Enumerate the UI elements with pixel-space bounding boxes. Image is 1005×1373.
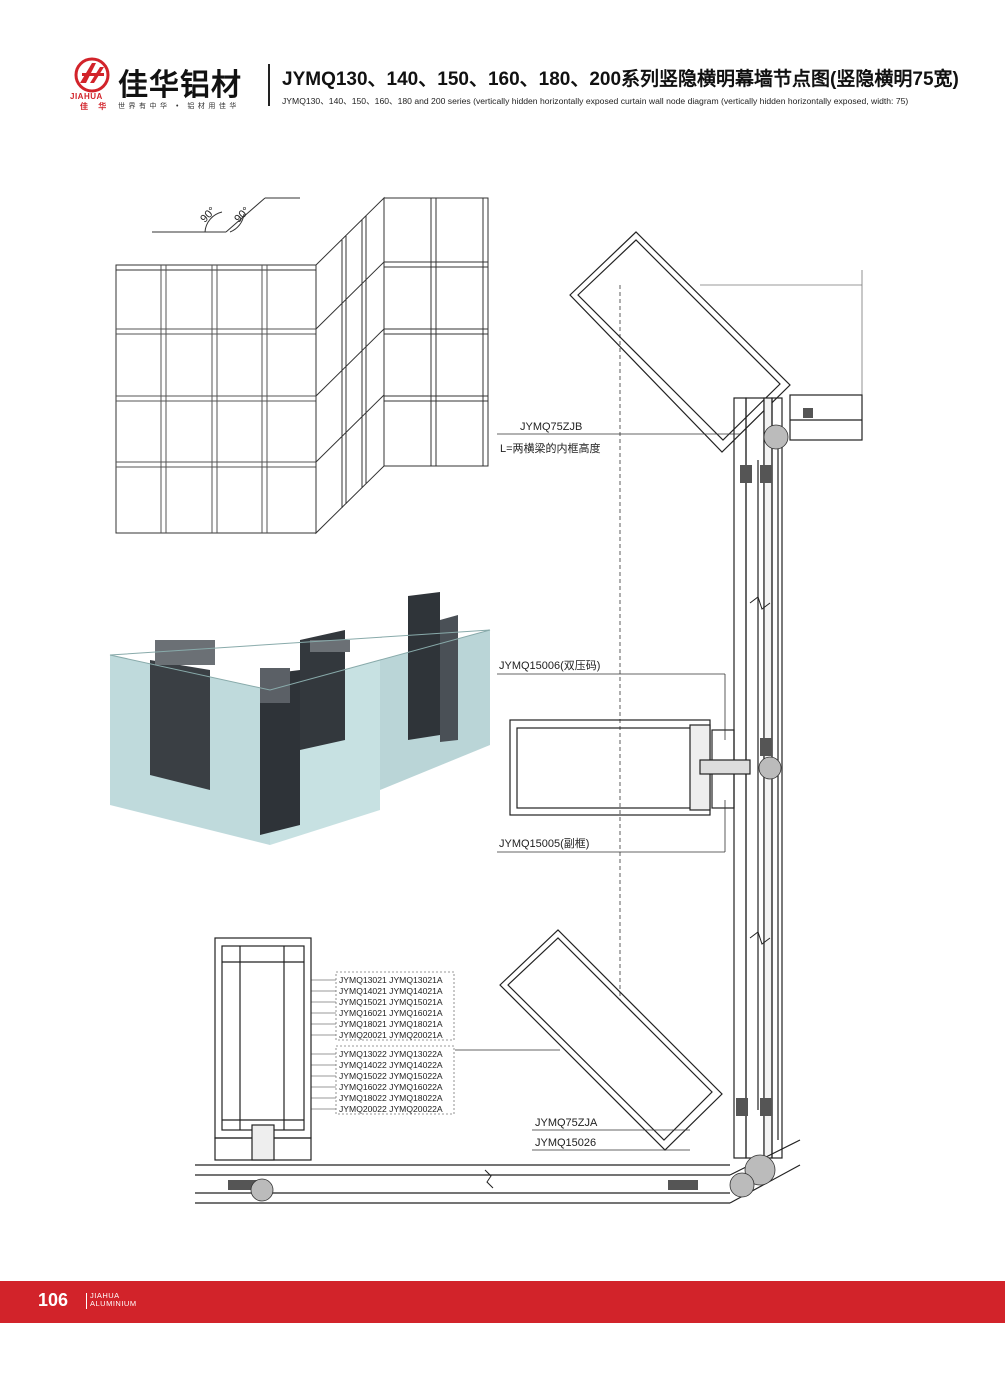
table-row: JYMQ20022 JYMQ20022A: [339, 1104, 443, 1114]
profile-table-leaders: [311, 979, 336, 1110]
page-subtitle: JYMQ130、140、150、160、180 and 200 series (…: [282, 96, 909, 106]
brand-name-cn-small: 佳 华: [80, 102, 111, 111]
jiahua-logo-icon: [74, 57, 110, 93]
table-row: JYMQ14021 JYMQ14021A: [339, 986, 443, 996]
table-row: JYMQ16022 JYMQ16022A: [339, 1082, 443, 1092]
header-divider: [268, 64, 270, 106]
footer-brand-line1: JIAHUA: [90, 1291, 120, 1300]
table-row: JYMQ14022 JYMQ14022A: [339, 1060, 443, 1070]
callout-zja: JYMQ75ZJA: [535, 1117, 598, 1129]
table-row: JYMQ18021 JYMQ18021A: [339, 1019, 443, 1029]
brand-name-en: JIAHUA: [70, 92, 103, 101]
angle-label-1: 90°: [198, 205, 218, 225]
profile-table-a-rows: JYMQ13021 JYMQ13021A JYMQ14021 JYMQ14021…: [339, 975, 443, 1040]
table-row: JYMQ16021 JYMQ16021A: [339, 1008, 443, 1018]
callout-zjb: JYMQ75ZJB: [520, 421, 582, 433]
corner-elevation: [115, 196, 489, 535]
table-row: JYMQ18022 JYMQ18022A: [339, 1093, 443, 1103]
footer-bar: [0, 1281, 1005, 1323]
page-title: JYMQ130、140、150、160、180、200系列竖隐横明幕墙节点图(竖…: [282, 69, 959, 90]
callout-l: L=两横梁的内框高度: [500, 441, 601, 455]
table-row: JYMQ13021 JYMQ13021A: [339, 975, 443, 985]
table-row: JYMQ20021 JYMQ20021A: [339, 1030, 443, 1040]
page-number: 106: [38, 1290, 69, 1310]
page-header: 佳华铝材 JIAHUA 佳 华 世界有中华 • 铝材用佳华 JYMQ130、14…: [0, 0, 1005, 130]
brand-slogan: 世界有中华 • 铝材用佳华: [118, 103, 240, 110]
callout-15006: JYMQ15006(双压码): [499, 659, 600, 672]
leader-lines: [455, 433, 740, 1151]
table-row: JYMQ15021 JYMQ15021A: [339, 997, 443, 1007]
footer-brand-line2: ALUMINIUM: [90, 1299, 137, 1308]
corner-3d-render: [109, 592, 491, 845]
profile-table-a: [335, 971, 455, 1041]
seal-details: [228, 408, 813, 1190]
brand-name-cn: 佳华铝材: [118, 69, 242, 102]
technical-drawing: 90° 90°: [109, 196, 863, 1204]
footer-divider: [86, 1293, 87, 1309]
footer-brand: JIAHUA ALUMINIUM: [90, 1292, 137, 1308]
profile-table-b-rows: JYMQ13022 JYMQ13022A JYMQ14022 JYMQ14022…: [339, 1049, 443, 1114]
callout-15026: JYMQ15026: [535, 1137, 596, 1149]
foam-rods: [250, 424, 789, 1202]
profile-table-b: [335, 1045, 455, 1115]
angle-label-2: 90°: [232, 205, 252, 225]
table-row: JYMQ13022 JYMQ13022A: [339, 1049, 443, 1059]
callout-15005: JYMQ15005(副框): [499, 837, 589, 850]
table-row: JYMQ15022 JYMQ15022A: [339, 1071, 443, 1081]
horizontal-section: [214, 937, 312, 1161]
